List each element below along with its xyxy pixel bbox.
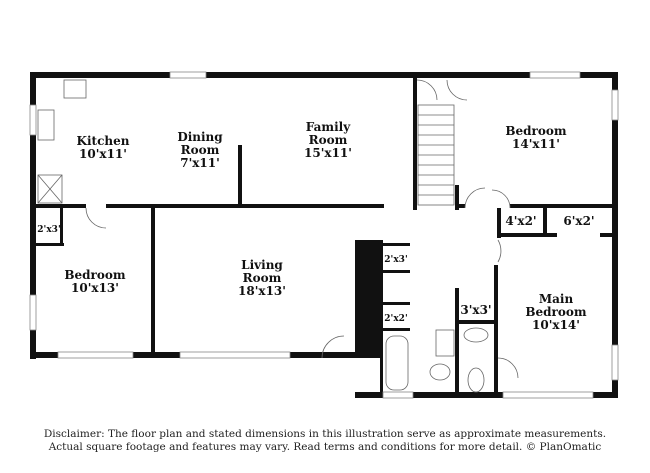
- family-name2: Room: [309, 133, 348, 147]
- main-bedroom-name1: Main: [539, 292, 574, 306]
- closet-4x2-size: 4'x2': [505, 214, 536, 228]
- living-size: 18'x13': [238, 284, 286, 298]
- closet-w-size: 2'x3': [37, 225, 60, 235]
- main-bedroom-name2: Bedroom: [525, 305, 586, 319]
- stairs: [417, 104, 455, 206]
- closet-6x2-size: 6'x2': [563, 214, 594, 228]
- bedroom-w-name: Bedroom: [64, 268, 125, 282]
- closet-c1-size: 2'x3': [384, 255, 407, 265]
- dining-size: 7'x11': [180, 156, 220, 170]
- main-bedroom-size: 10'x14': [532, 318, 580, 332]
- kitchen-size: 10'x11': [79, 147, 127, 161]
- dining-name1: Dining: [177, 130, 223, 144]
- family-size: 15'x11': [304, 146, 352, 160]
- fixtures: [37, 79, 519, 393]
- bedroom-ne-size: 14'x11': [512, 137, 560, 151]
- family-name1: Family: [306, 120, 351, 134]
- bedroom-w-size: 10'x13': [71, 281, 119, 295]
- room-labels: Kitchen 10'x11' Dining Room 7'x11' Famil…: [37, 120, 594, 332]
- kitchen-name: Kitchen: [77, 134, 130, 148]
- disclaimer-line2: Actual square footage and features may v…: [48, 441, 602, 453]
- disclaimer-line1: Disclaimer: The floor plan and stated di…: [43, 428, 607, 440]
- dining-name2: Room: [181, 143, 220, 157]
- bedroom-ne-name: Bedroom: [505, 124, 566, 138]
- closet-3x3-size: 3'x3': [460, 303, 491, 317]
- living-name1: Living: [241, 258, 283, 272]
- windows: [29, 71, 619, 399]
- living-name2: Room: [243, 271, 282, 285]
- closet-c2-size: 2'x2': [384, 314, 407, 324]
